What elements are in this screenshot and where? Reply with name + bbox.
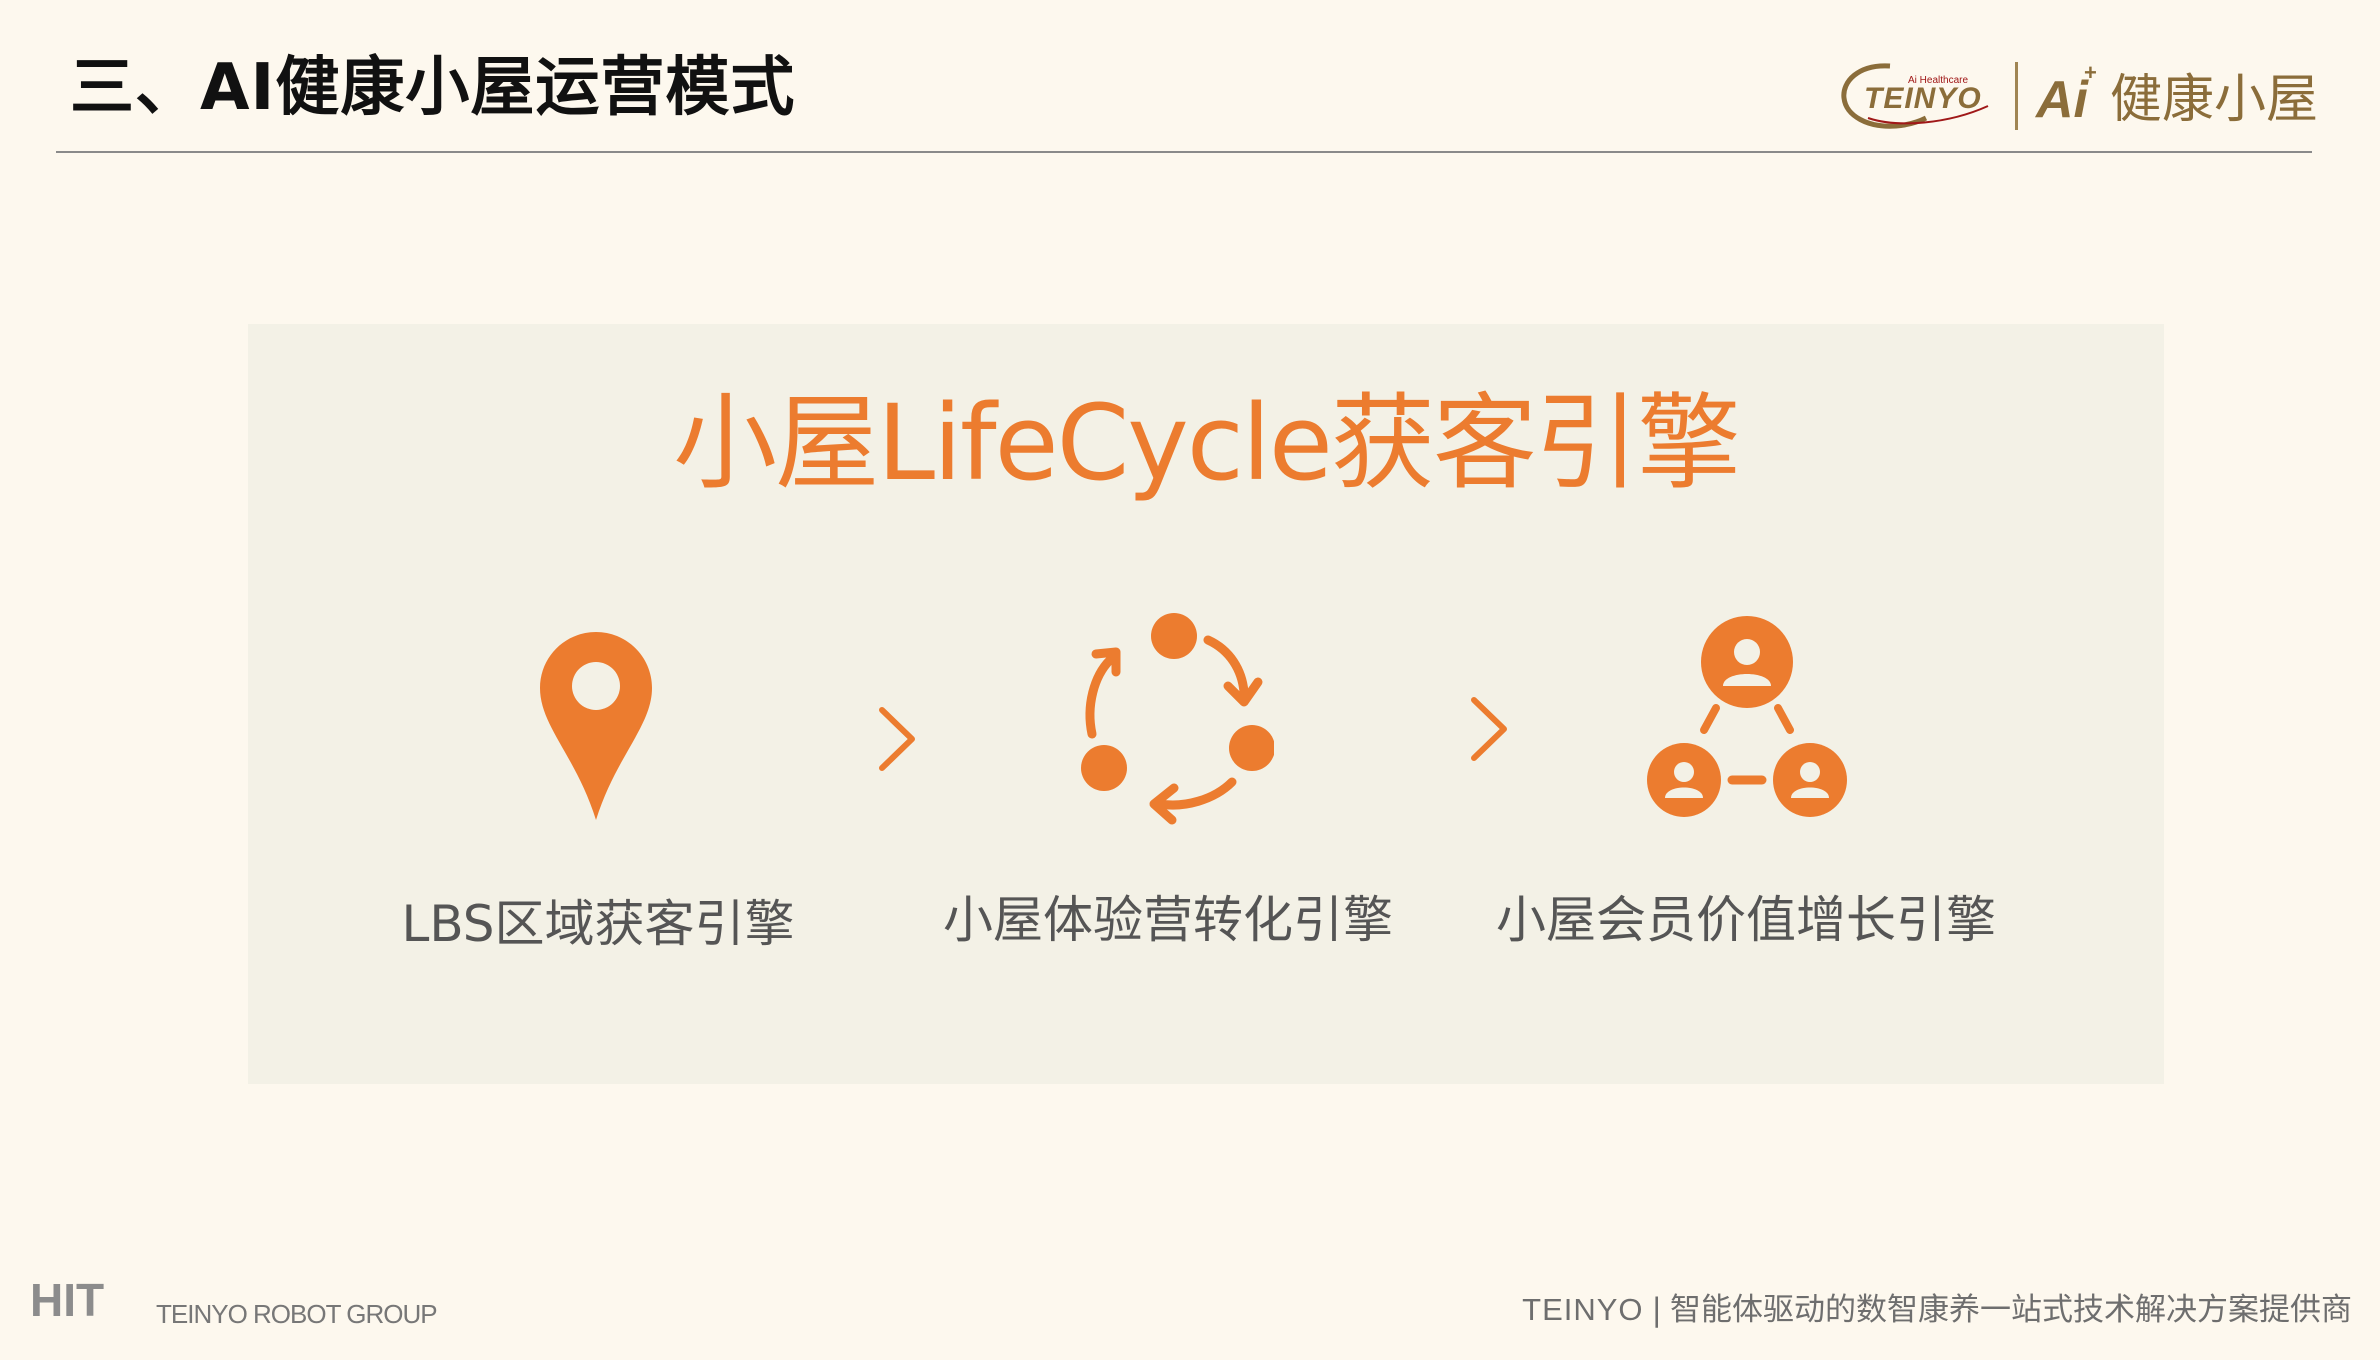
footer-tagline: TEINYO|智能体驱动的数智康养一站式技术解决方案提供商 [1522, 1290, 2352, 1330]
brand-product-name: 健康小屋 [2110, 70, 2319, 130]
panel-title: 小屋LifeCycle获客引擎 [673, 382, 1741, 504]
brand-logo: Ai Healthcare TEINYO Ai + 健康小屋 [1838, 58, 2318, 134]
footer-brand: TEINYO [1522, 1292, 1644, 1327]
hit-logo-text: HIT [30, 1280, 104, 1320]
engine-label-experience: 小屋体验营转化引擎 [943, 891, 1393, 949]
header-divider [56, 151, 2312, 153]
footer-separator: | [1651, 1292, 1662, 1328]
footer-group-name: TEINYO ROBOT GROUP [156, 1299, 438, 1329]
footer-tagline-text: 智能体驱动的数智康养一站式技术解决方案提供商 [1670, 1292, 2352, 1328]
member-network-icon [1647, 616, 1847, 817]
brand-subtext: Ai Healthcare [1908, 75, 1969, 86]
brand-ai-plus: + [2084, 60, 2097, 85]
lifecycle-panel: 小屋LifeCycle获客引擎 LBS区域获客引擎 小屋体验营转化引擎 [248, 324, 2164, 1084]
teinyo-swoosh-icon [1841, 63, 1989, 129]
brand-ai-mark: Ai [2036, 71, 2088, 129]
hit-logo: HIT [30, 1280, 104, 1320]
cycle-arrows-icon [1081, 613, 1274, 825]
brand-divider [2015, 62, 2018, 130]
page-title: 三、AI健康小屋运营模式 [70, 51, 796, 125]
brand-name: TEINYO [1864, 82, 1982, 115]
location-pin-icon [540, 632, 652, 820]
engine-label-member: 小屋会员价值增长引擎 [1496, 891, 1996, 949]
chevron-right-icon [879, 707, 915, 771]
engine-label-lbs: LBS区域获客引擎 [401, 895, 795, 953]
chevron-right-icon [1471, 697, 1507, 761]
